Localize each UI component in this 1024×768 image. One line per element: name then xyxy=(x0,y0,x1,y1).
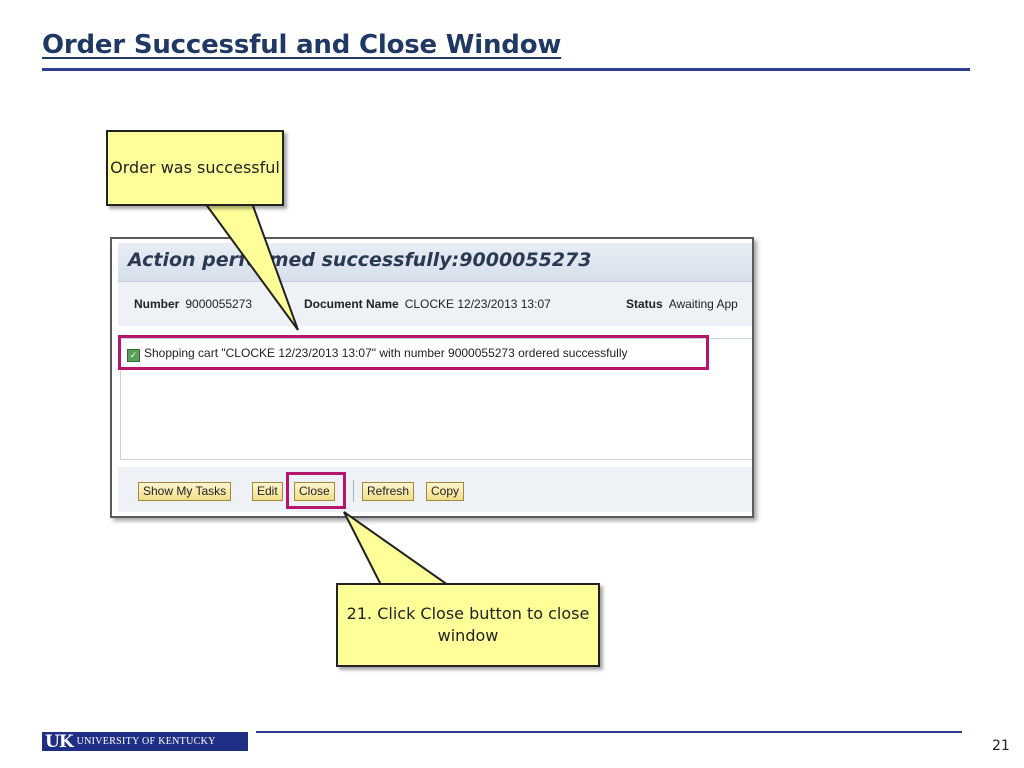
message-highlight-box xyxy=(118,335,709,370)
status-value: Awaiting App xyxy=(668,297,738,311)
number-value: 9000055273 xyxy=(185,297,253,311)
sap-screenshot-panel: Action performed successfully:9000055273… xyxy=(110,237,754,518)
document-info-bar: Number 9000055273 Document Name CLOCKE 12/… xyxy=(118,282,752,326)
message-area: ✓ Shopping cart "CLOCKE 12/23/2013 13:07"… xyxy=(120,338,752,460)
document-name-label: Document Name xyxy=(304,297,399,311)
page-number: 21 xyxy=(992,738,1010,754)
success-message-text: Shopping cart "CLOCKE 12/23/2013 13:07" … xyxy=(144,346,628,360)
show-my-tasks-button[interactable]: Show My Tasks xyxy=(138,482,232,501)
number-label: Number xyxy=(134,297,180,311)
success-check-icon: ✓ xyxy=(127,349,140,362)
order-success-callout: Order was successful xyxy=(106,130,284,206)
close-button[interactable]: Close xyxy=(294,482,335,501)
sap-header-text: Action performed successfully:9000055273 xyxy=(128,249,592,271)
click-close-callout: 21. Click Close button to close window xyxy=(336,583,600,667)
footer-rule xyxy=(256,731,962,733)
close-button-highlight-box xyxy=(286,472,346,509)
action-toolbar: Show My Tasks Edit Close Refresh Copy xyxy=(118,467,752,512)
status-label: Status xyxy=(626,297,663,311)
logo-text: UNIVERSITY OF KENTUCKY xyxy=(76,736,216,747)
status-field: Status Awaiting App xyxy=(626,297,738,311)
number-field: Number 9000055273 xyxy=(134,297,252,311)
copy-button[interactable]: Copy xyxy=(426,482,465,501)
bottom-callout-pointer xyxy=(343,511,452,586)
document-name-value: CLOCKE 12/23/2013 13:07 xyxy=(404,297,551,311)
slide-title: Order Successful and Close Window xyxy=(42,30,562,60)
toolbar-separator xyxy=(353,480,354,502)
university-logo: UK UNIVERSITY OF KENTUCKY xyxy=(42,731,248,752)
sap-header-bar: Action performed successfully:9000055273 xyxy=(118,243,752,282)
title-rule xyxy=(42,68,970,71)
logo-mark: UK xyxy=(45,731,74,752)
refresh-button[interactable]: Refresh xyxy=(362,482,415,501)
document-name-field: Document Name CLOCKE 12/23/2013 13:07 xyxy=(304,297,551,311)
success-message: ✓ Shopping cart "CLOCKE 12/23/2013 13:07"… xyxy=(127,346,628,362)
edit-button[interactable]: Edit xyxy=(252,482,283,501)
